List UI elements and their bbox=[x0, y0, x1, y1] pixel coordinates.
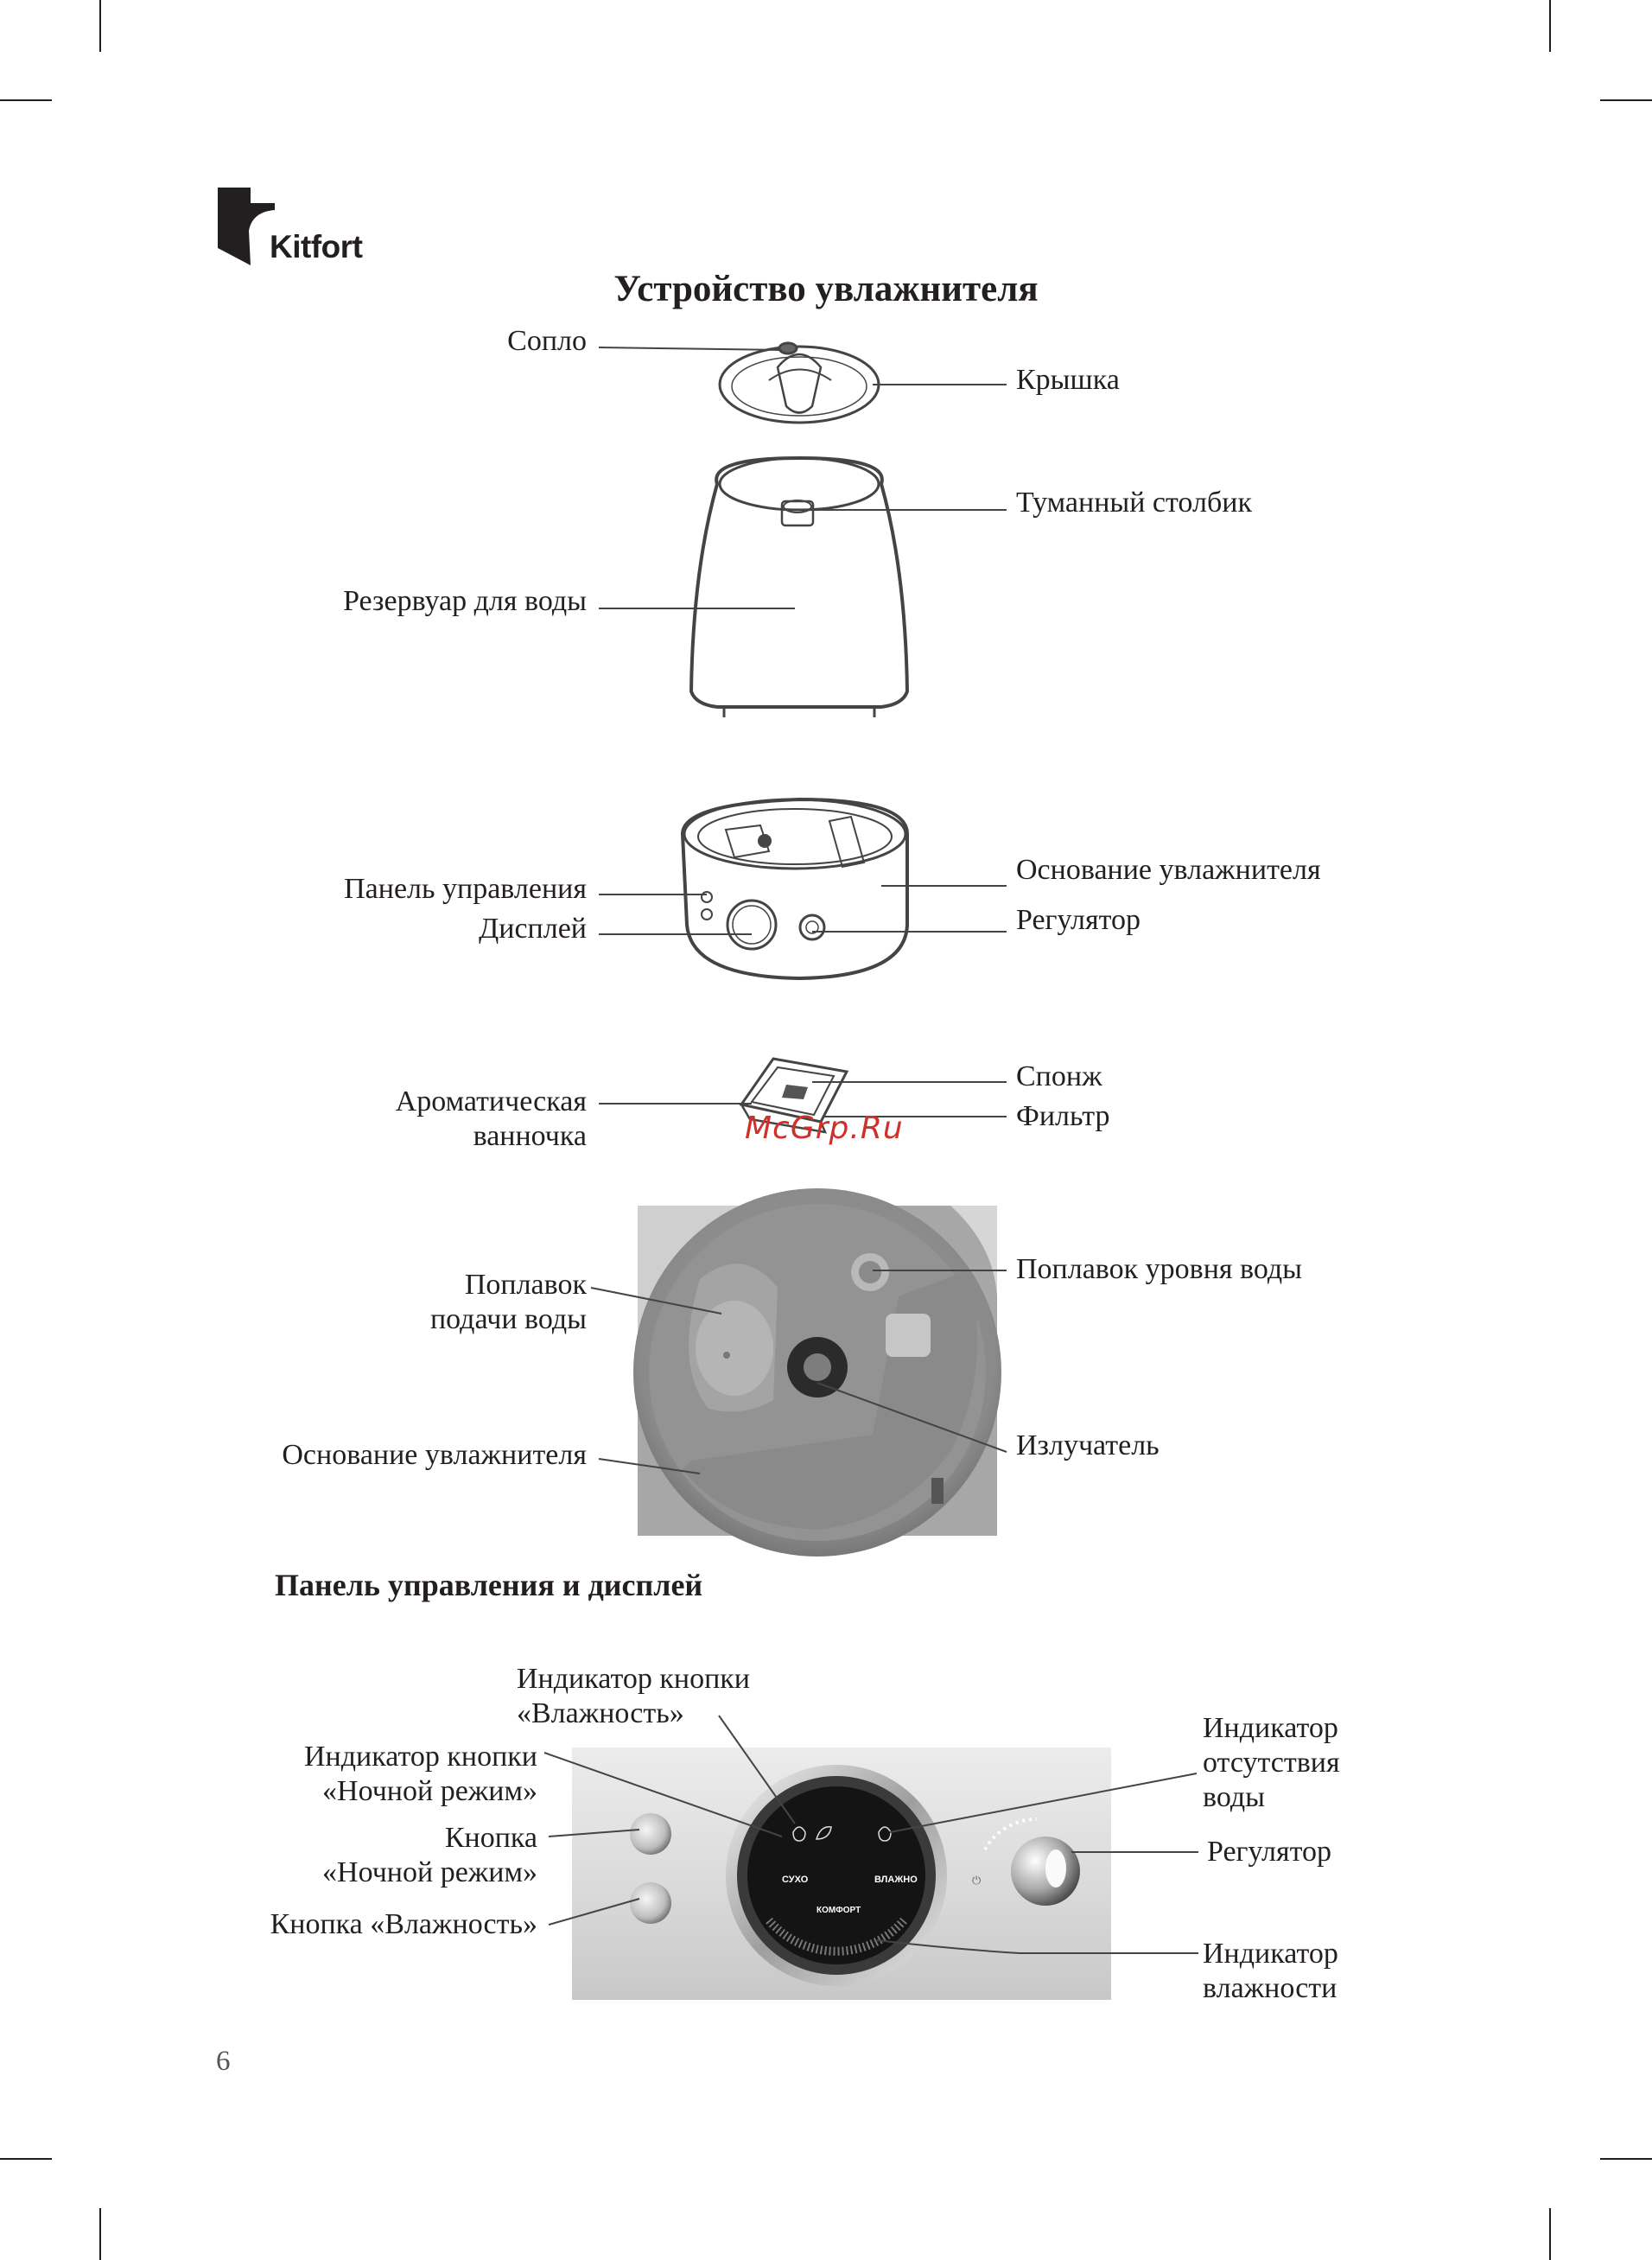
label-nozzle: Сопло bbox=[507, 325, 587, 357]
label-night-btn-indicator-1: Индикатор кнопки bbox=[304, 1741, 537, 1773]
section-subtitle: Панель управления и дисплей bbox=[275, 1568, 703, 1602]
label-float-supply-1: Поплавок bbox=[464, 1269, 587, 1301]
label-float-supply-2: подачи воды bbox=[429, 1303, 587, 1335]
label-filter: Фильтр bbox=[1016, 1100, 1110, 1132]
kitfort-logo-icon bbox=[218, 188, 275, 265]
crop-mark bbox=[1600, 99, 1652, 101]
label-aroma-tray-1: Ароматическая bbox=[395, 1085, 587, 1117]
label-no-water-indicator-2: отсутствия bbox=[1203, 1747, 1340, 1779]
label-lid: Крышка bbox=[1016, 364, 1120, 396]
label-mist-column: Туманный столбик bbox=[1016, 487, 1252, 519]
no-water-drop-icon bbox=[878, 1826, 892, 1842]
crop-mark bbox=[1600, 2158, 1652, 2160]
label-no-water-indicator-3: воды bbox=[1203, 1781, 1265, 1813]
label-regulator: Регулятор bbox=[1207, 1836, 1332, 1868]
label-humidity-indicator-2: влажности bbox=[1203, 1972, 1337, 2004]
base-drawing bbox=[680, 797, 909, 981]
water-tank-drawing bbox=[689, 455, 910, 717]
humidity-drop-icon bbox=[792, 1826, 806, 1842]
label-water-tank: Резервуар для воды bbox=[343, 585, 587, 617]
label-sponge: Спонж bbox=[1016, 1060, 1102, 1092]
leader-lines bbox=[543, 347, 1198, 1954]
crop-mark bbox=[99, 2208, 101, 2260]
base-interior-photo bbox=[633, 1188, 1001, 1557]
page-title: Устройство увлажнителя bbox=[613, 269, 1039, 309]
wet-label: ВЛАЖНО bbox=[874, 1875, 918, 1885]
aroma-tray-drawing bbox=[739, 1057, 849, 1134]
label-night-btn-2: «Ночной режим» bbox=[322, 1856, 537, 1888]
crop-mark bbox=[0, 2158, 52, 2160]
label-no-water-indicator-1: Индикатор bbox=[1203, 1712, 1338, 1744]
watermark: McGrp.Ru bbox=[745, 1111, 904, 1146]
brand-name: Kitfort bbox=[270, 229, 363, 264]
dry-label: СУХО bbox=[782, 1875, 809, 1885]
label-regulator-top: Регулятор bbox=[1016, 904, 1141, 936]
label-display: Дисплей bbox=[479, 913, 587, 945]
label-humidity-indicator-1: Индикатор bbox=[1203, 1938, 1338, 1970]
label-emitter: Излучатель bbox=[1016, 1429, 1160, 1461]
label-humidity-btn-indicator-2: «Влажность» bbox=[517, 1697, 684, 1729]
label-base-bottom: Основание увлажнителя bbox=[282, 1439, 587, 1471]
label-humidity-btn-indicator-1: Индикатор кнопки bbox=[517, 1663, 750, 1695]
comfort-label: КОМФОРТ bbox=[816, 1906, 861, 1915]
night-leaf-icon bbox=[815, 1826, 832, 1840]
crop-mark bbox=[1549, 0, 1551, 52]
label-water-level-float: Поплавок уровня воды bbox=[1016, 1253, 1303, 1285]
crop-mark bbox=[1549, 2208, 1551, 2260]
label-humidity-btn: Кнопка «Влажность» bbox=[270, 1908, 537, 1940]
label-base-top: Основание увлажнителя bbox=[1016, 854, 1321, 886]
control-panel-photo: СУХО ВЛАЖНО КОМФОРТ ⏻ bbox=[572, 1748, 1111, 2000]
crop-mark bbox=[0, 99, 52, 101]
lid-drawing bbox=[718, 341, 880, 424]
brand-logo: Kitfort bbox=[216, 186, 389, 272]
label-aroma-tray-2: ванночка bbox=[473, 1120, 587, 1152]
label-night-btn-1: Кнопка bbox=[444, 1822, 537, 1854]
label-control-panel: Панель управления bbox=[344, 873, 587, 905]
svg-text:⏻: ⏻ bbox=[972, 1875, 981, 1888]
label-night-btn-indicator-2: «Ночной режим» bbox=[322, 1775, 537, 1807]
crop-mark bbox=[99, 0, 101, 52]
page-number: 6 bbox=[216, 2046, 231, 2077]
